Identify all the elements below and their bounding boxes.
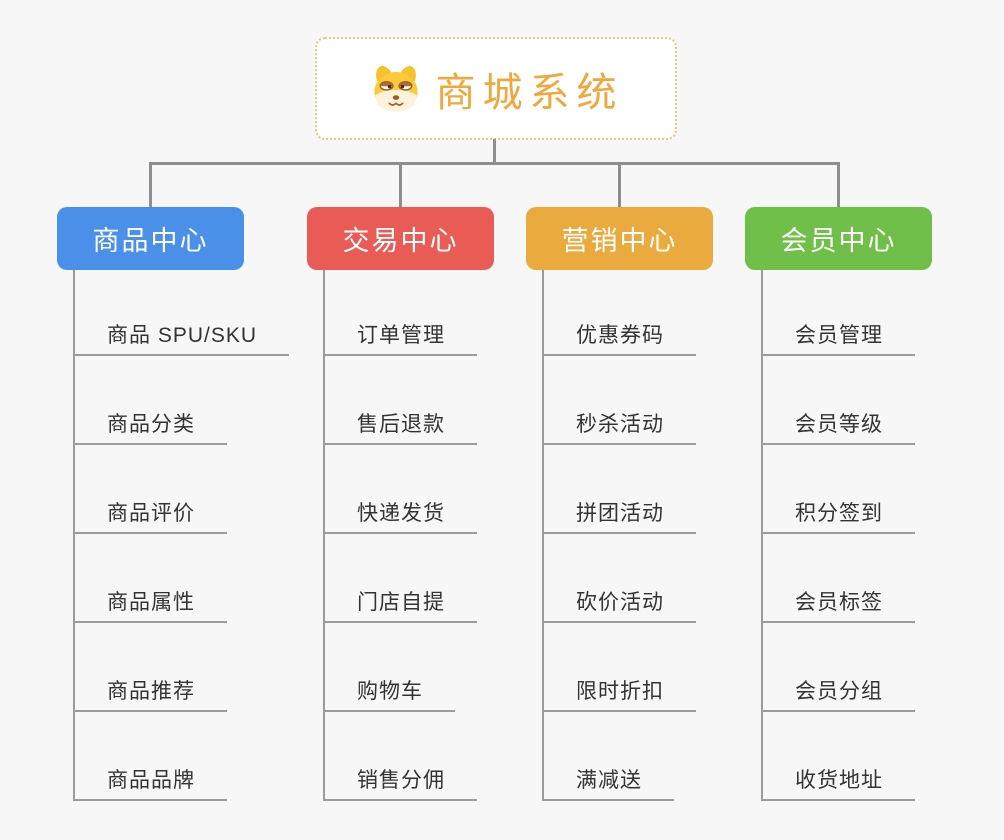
branch-children-trunk: 会员管理会员等级积分签到会员标签会员分组收货地址 bbox=[761, 270, 981, 801]
leaf-node[interactable]: 收货地址 bbox=[761, 761, 915, 801]
leaf-node[interactable]: 售后退款 bbox=[323, 405, 477, 445]
leaf-label: 商品推荐 bbox=[107, 680, 195, 703]
leaf-label: 秒杀活动 bbox=[576, 413, 664, 436]
branch-label: 商品中心 bbox=[92, 226, 209, 256]
connector-branch-drop bbox=[149, 162, 152, 208]
leaf-node[interactable]: 满减送 bbox=[542, 761, 674, 801]
branch-label: 营销中心 bbox=[561, 226, 678, 256]
leaf-node[interactable]: 商品 SPU/SKU bbox=[73, 316, 290, 356]
leaf-node[interactable]: 会员管理 bbox=[761, 316, 915, 356]
leaf-node[interactable]: 门店自提 bbox=[323, 583, 477, 623]
leaf-label: 会员等级 bbox=[795, 413, 883, 436]
branch-children-trunk: 商品 SPU/SKU 商品分类商品评价商品属性商品推荐商品品牌 bbox=[73, 270, 293, 801]
branch-label: 会员中心 bbox=[780, 226, 897, 256]
leaf-label: 积分签到 bbox=[795, 502, 883, 525]
leaf-label: 商品属性 bbox=[107, 591, 195, 614]
leaf-node[interactable]: 商品分类 bbox=[73, 405, 227, 445]
leaf-label: 订单管理 bbox=[357, 324, 445, 347]
leaf-label: 会员管理 bbox=[795, 324, 883, 347]
leaf-label: 售后退款 bbox=[357, 413, 445, 436]
leaf-node[interactable]: 销售分佣 bbox=[323, 761, 477, 801]
branch-node-trade-center[interactable]: 交易中心 bbox=[307, 207, 494, 270]
leaf-node[interactable]: 会员分组 bbox=[761, 672, 915, 712]
leaf-node[interactable]: 限时折扣 bbox=[542, 672, 696, 712]
branch-node-member-center[interactable]: 会员中心 bbox=[745, 207, 932, 270]
leaf-label: 会员标签 bbox=[795, 591, 883, 614]
branch-children-trunk: 订单管理售后退款快递发货门店自提购物车销售分佣 bbox=[323, 270, 543, 801]
leaf-node[interactable]: 商品评价 bbox=[73, 494, 227, 534]
leaf-node[interactable]: 快递发货 bbox=[323, 494, 477, 534]
root-node[interactable]: 商城系统 bbox=[315, 37, 677, 140]
leaf-label: 满减送 bbox=[576, 769, 642, 792]
connector-rail bbox=[149, 162, 840, 165]
leaf-node[interactable]: 商品品牌 bbox=[73, 761, 227, 801]
leaf-node[interactable]: 会员标签 bbox=[761, 583, 915, 623]
leaf-label: 拼团活动 bbox=[576, 502, 664, 525]
shiba-dog-icon bbox=[373, 65, 418, 111]
leaf-label: 限时折扣 bbox=[576, 680, 664, 703]
leaf-node[interactable]: 购物车 bbox=[323, 672, 455, 712]
leaf-node[interactable]: 拼团活动 bbox=[542, 494, 696, 534]
leaf-node[interactable]: 商品属性 bbox=[73, 583, 227, 623]
branch-label: 交易中心 bbox=[342, 226, 459, 256]
leaf-label: 优惠券码 bbox=[576, 324, 664, 347]
leaf-node[interactable]: 商品推荐 bbox=[73, 672, 227, 712]
branch-node-product-center[interactable]: 商品中心 bbox=[57, 207, 244, 270]
root-title: 商城系统 bbox=[435, 70, 624, 115]
branch-node-marketing-center[interactable]: 营销中心 bbox=[526, 207, 713, 270]
leaf-label: 商品品牌 bbox=[107, 769, 195, 792]
leaf-label: 快递发货 bbox=[357, 502, 445, 525]
leaf-node[interactable]: 订单管理 bbox=[323, 316, 477, 356]
leaf-label: 砍价活动 bbox=[576, 591, 664, 614]
leaf-label: 门店自提 bbox=[357, 591, 445, 614]
leaf-label: 商品评价 bbox=[107, 502, 195, 525]
leaf-label: 会员分组 bbox=[795, 680, 883, 703]
connector-branch-drop bbox=[837, 162, 840, 208]
leaf-node[interactable]: 会员等级 bbox=[761, 405, 915, 445]
leaf-label: 销售分佣 bbox=[357, 769, 445, 792]
connector-root-stub bbox=[493, 139, 496, 163]
leaf-label: 商品 SPU/SKU bbox=[107, 324, 258, 347]
leaf-node[interactable]: 砍价活动 bbox=[542, 583, 696, 623]
leaf-node[interactable]: 秒杀活动 bbox=[542, 405, 696, 445]
branch-children-trunk: 优惠券码秒杀活动拼团活动砍价活动限时折扣满减送 bbox=[542, 270, 762, 801]
leaf-node[interactable]: 优惠券码 bbox=[542, 316, 696, 356]
leaf-label: 商品分类 bbox=[107, 413, 195, 436]
connector-branch-drop bbox=[399, 162, 402, 208]
leaf-node[interactable]: 积分签到 bbox=[761, 494, 915, 534]
leaf-label: 购物车 bbox=[357, 680, 423, 703]
connector-branch-drop bbox=[618, 162, 621, 208]
leaf-label: 收货地址 bbox=[795, 769, 883, 792]
